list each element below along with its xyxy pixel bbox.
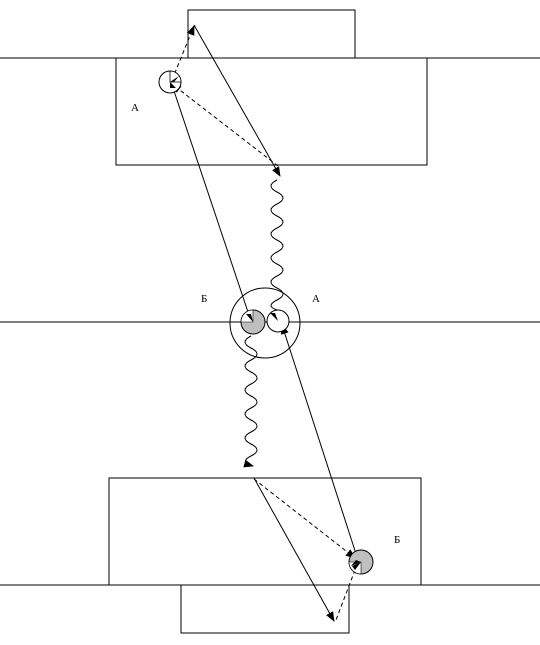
center-left-player-marker: [240, 309, 266, 335]
bottom-to-center-run: [280, 324, 359, 561]
top-dashed-pass-up: [171, 25, 195, 81]
center-right-player-marker: [266, 309, 290, 333]
label-bottom-player: Б: [394, 534, 400, 546]
bottom-dashed-pass-down: [335, 569, 356, 621]
top-player-marker: [158, 70, 182, 94]
top-goal: [187, 9, 356, 59]
label-center-right: А: [312, 293, 320, 305]
bottom-penalty-area: [108, 477, 422, 586]
bottom-dashed-pass-back: [253, 478, 356, 559]
top-solid-pass: [193, 24, 281, 177]
top-dashed-pass-back: [171, 83, 279, 167]
top-to-center-run: [171, 84, 252, 322]
top-dribble-wave: [270, 179, 284, 311]
label-center-left: Б: [201, 293, 207, 305]
bottom-goal: [180, 584, 350, 634]
label-top-player: А: [131, 102, 139, 114]
bottom-solid-pass: [253, 477, 335, 622]
bottom-player-marker: [348, 549, 374, 575]
bottom-dribble-wave: [243, 335, 258, 468]
center-circle: [229, 287, 301, 359]
